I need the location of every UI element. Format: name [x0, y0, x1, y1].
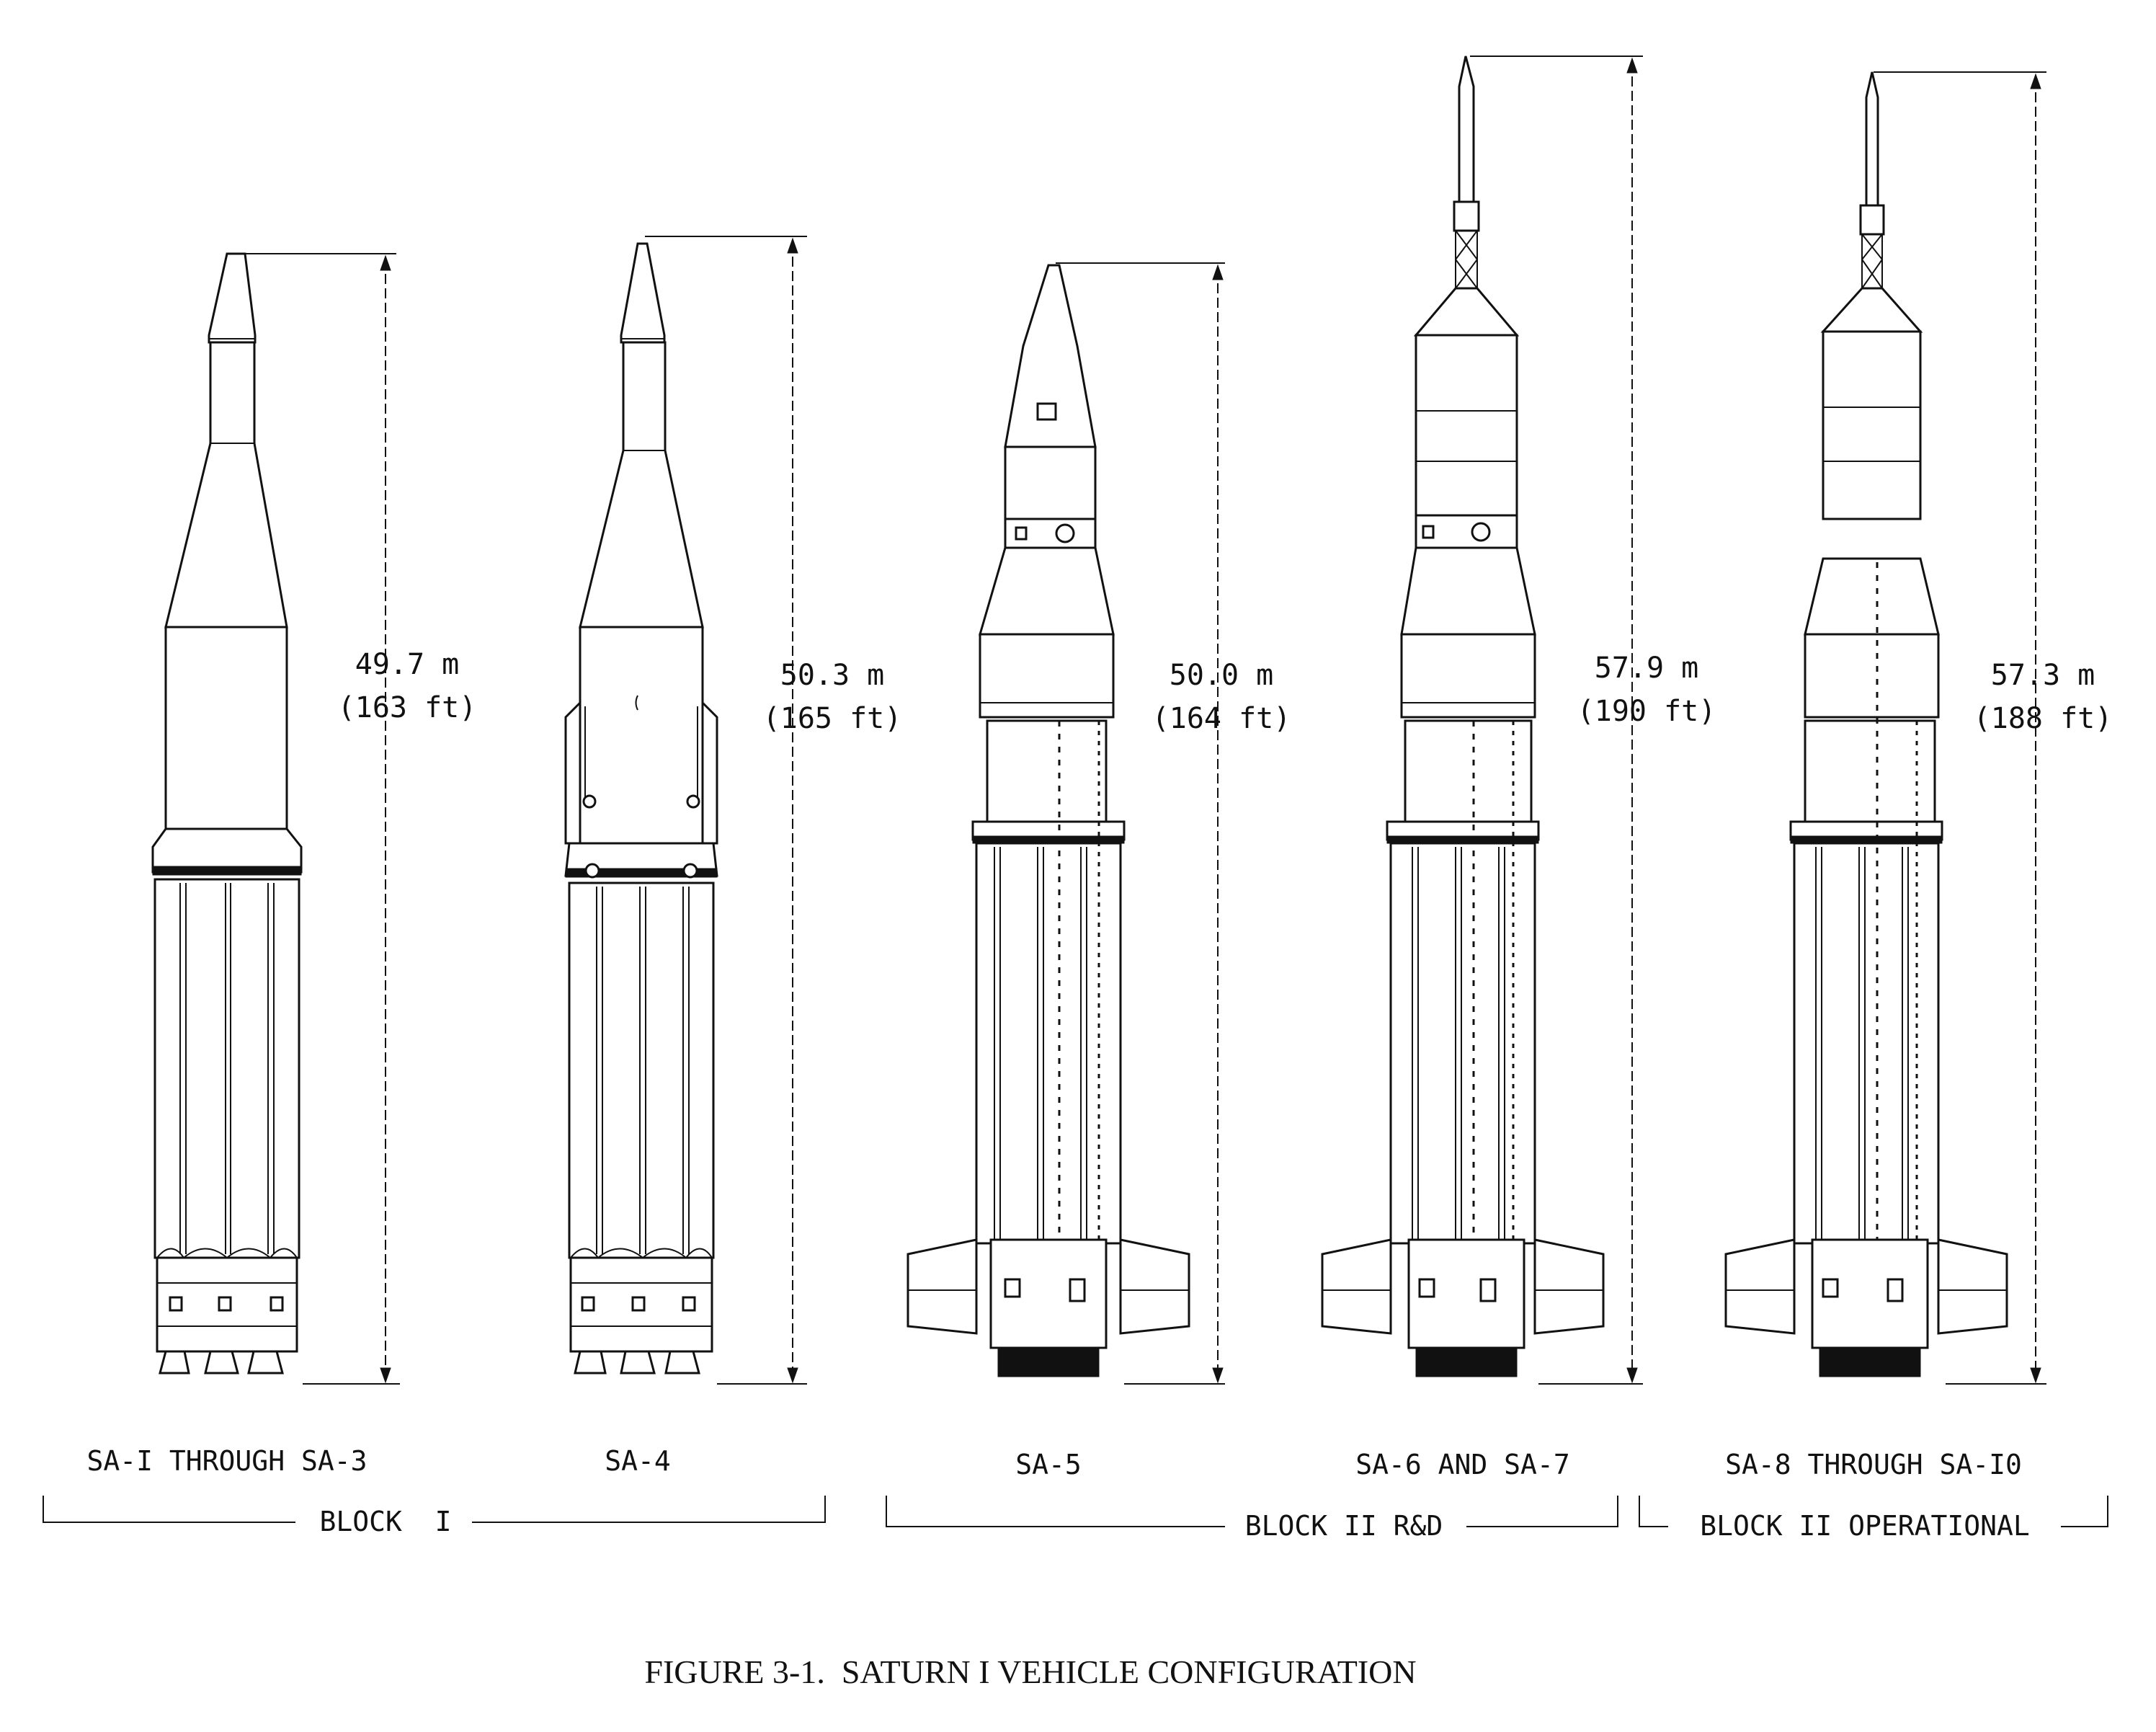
- rocket-sa1-drawing: [151, 252, 303, 1375]
- rocket-sa8-drawing: [1724, 71, 2008, 1377]
- block-labels: BLOCK I BLOCK II R&D BLOCK II OPERATIONA…: [319, 1506, 2029, 1542]
- height-ft-sa6: (190 ft): [1577, 695, 1716, 728]
- height-ft-sa4: (165 ft): [763, 702, 902, 735]
- vehicle-label-sa4: SA-4: [605, 1445, 671, 1477]
- height-ft-sa5: (164 ft): [1152, 702, 1291, 735]
- figure-caption: FIGURE 3-1. SATURN I VEHICLE CONFIGURATI…: [644, 1653, 1416, 1690]
- vehicle-label-sa1: SA-I THROUGH SA-3: [87, 1445, 368, 1477]
- vehicle-label-sa8: SA-8 THROUGH SA-I0: [1725, 1449, 2022, 1480]
- height-m-sa4: 50.3 m: [780, 659, 885, 692]
- block-label-1: BLOCK I: [319, 1506, 451, 1537]
- height-ft-sa8: (188 ft): [1974, 702, 2113, 735]
- rocket-sa6-drawing: [1321, 55, 1605, 1377]
- rocket-sa4-drawing: [564, 242, 718, 1375]
- height-m-sa1: 49.7 m: [355, 648, 460, 681]
- height-m-sa8: 57.3 m: [1991, 659, 2095, 692]
- vehicle-label-sa6: SA-6 AND SA-7: [1355, 1449, 1569, 1480]
- dimension-lines: [238, 55, 2046, 1385]
- height-m-sa6: 57.9 m: [1595, 652, 1699, 685]
- block-label-3: BLOCK II OPERATIONAL: [1700, 1510, 2030, 1542]
- block-brackets: [43, 1496, 2108, 1527]
- height-ft-sa1: (163 ft): [338, 691, 477, 724]
- vehicle-labels: SA-I THROUGH SA-3 SA-4 SA-5 SA-6 AND SA-…: [87, 1445, 2022, 1480]
- block-label-2: BLOCK II R&D: [1245, 1510, 1443, 1542]
- vehicle-label-sa5: SA-5: [1015, 1449, 1082, 1480]
- height-m-sa5: 50.0 m: [1170, 659, 1274, 692]
- rocket-sa5-drawing: [906, 264, 1190, 1377]
- height-labels: 49.7 m (163 ft) 50.3 m (165 ft) 50.0 m (…: [338, 648, 2113, 735]
